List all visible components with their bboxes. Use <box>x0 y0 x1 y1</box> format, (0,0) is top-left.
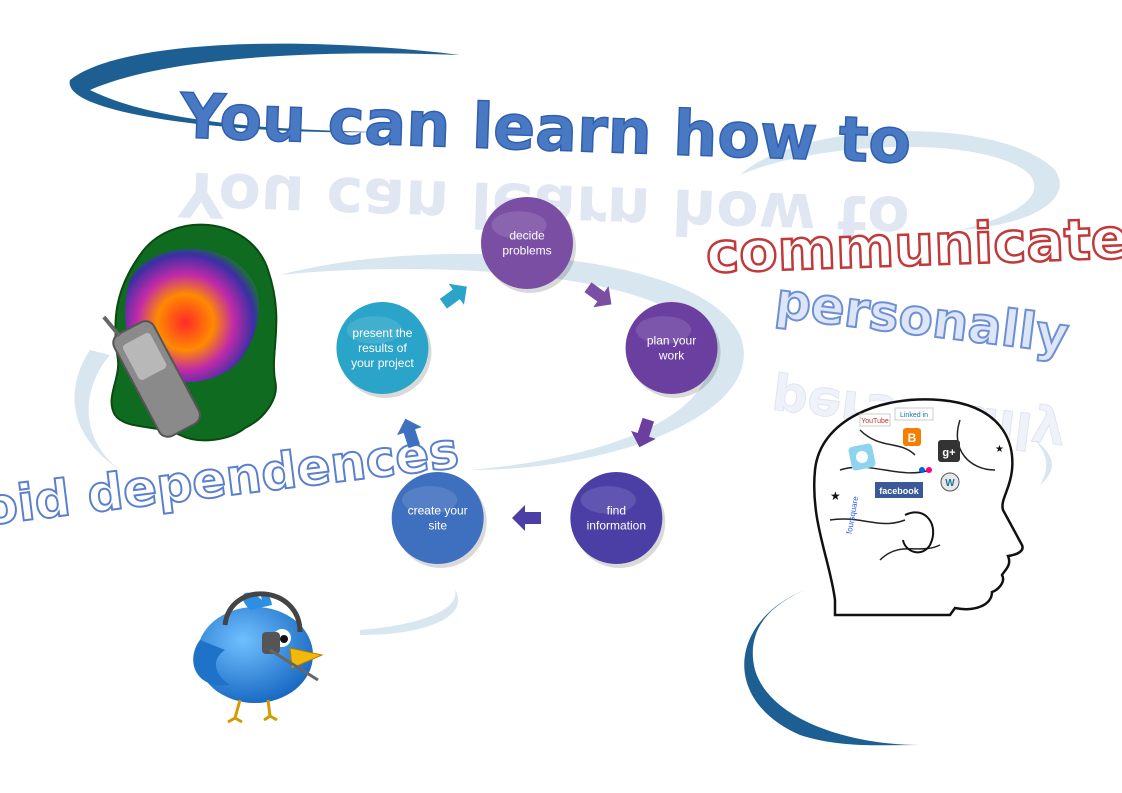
background-swooshes <box>69 43 1060 746</box>
bottom-center-swoosh <box>360 590 459 635</box>
cycle-node-circle <box>336 302 429 395</box>
right-small-arc <box>1035 440 1052 485</box>
bird-beak <box>289 647 324 669</box>
mobile-phone-icon <box>102 315 201 438</box>
svg-text:★: ★ <box>830 489 841 503</box>
twitter-square-logo-icon <box>848 443 876 471</box>
google-plus-logo-text: g+ <box>942 447 955 459</box>
cycle-node-label-line: decide <box>509 229 545 243</box>
youtube-logo-text: YouTube <box>861 418 889 425</box>
personally-text: personally <box>772 271 1072 364</box>
linkedin-logo: Linked in <box>894 407 934 421</box>
svg-text:★: ★ <box>995 444 1004 455</box>
cycle-arrow-3 <box>512 505 541 531</box>
blogger-logo-text: B <box>908 431 917 445</box>
cycle-node-label-line: site <box>428 519 447 533</box>
cycle-arrow-4 <box>397 418 422 449</box>
facebook-logo-text: facebook <box>879 486 920 496</box>
headset-icon <box>222 591 303 633</box>
google-plus-logo: g+ <box>938 440 960 462</box>
cycle-node-label-line: work <box>658 349 685 363</box>
cycle-node-circle <box>391 471 484 564</box>
twitter-bird-illustration <box>193 591 324 724</box>
cycle-node-label-line: plan your <box>647 334 696 348</box>
head-scan-illustration <box>102 223 278 442</box>
cycle-arrow-2 <box>631 417 656 448</box>
cycle-node-label-line: information <box>587 519 646 533</box>
star-icon: ★ ★ <box>830 444 1004 503</box>
cycle-arrow-5 <box>439 283 467 309</box>
cycle-node-label-line: present the <box>352 326 412 340</box>
bird-wing <box>193 640 230 686</box>
wordpress-logo-text: W <box>945 478 955 489</box>
cycle-node-label-line: results of <box>358 341 407 355</box>
cycle-node-label-line: your project <box>351 356 414 370</box>
cycle-node-circle <box>481 197 573 289</box>
left-arc-swoosh <box>74 350 120 470</box>
blogger-logo: B <box>903 428 921 446</box>
cycle-node-label-line: find <box>607 504 626 518</box>
cycle-arrow-1 <box>584 282 612 308</box>
linkedin-logo-text: Linked in <box>900 412 928 419</box>
flickr-logo <box>919 467 932 473</box>
youtube-logo: YouTube <box>859 413 891 427</box>
wordpress-logo: W <box>940 472 960 492</box>
ear <box>902 511 935 554</box>
social-brain-illustration: YouTube Linked in B g+ W facebook <box>812 398 1024 617</box>
facebook-logo: facebook <box>875 482 923 498</box>
communicate-text: communicate <box>705 207 1122 287</box>
brain-lines <box>829 419 996 561</box>
top-left-swoosh <box>69 43 460 133</box>
cycle-node-circle <box>625 302 718 395</box>
cycle-node-label-line: problems <box>502 244 551 258</box>
bird-feet <box>227 699 278 724</box>
cycle-node-label-line: create your <box>408 504 468 518</box>
cycle-node-circle <box>570 471 663 564</box>
